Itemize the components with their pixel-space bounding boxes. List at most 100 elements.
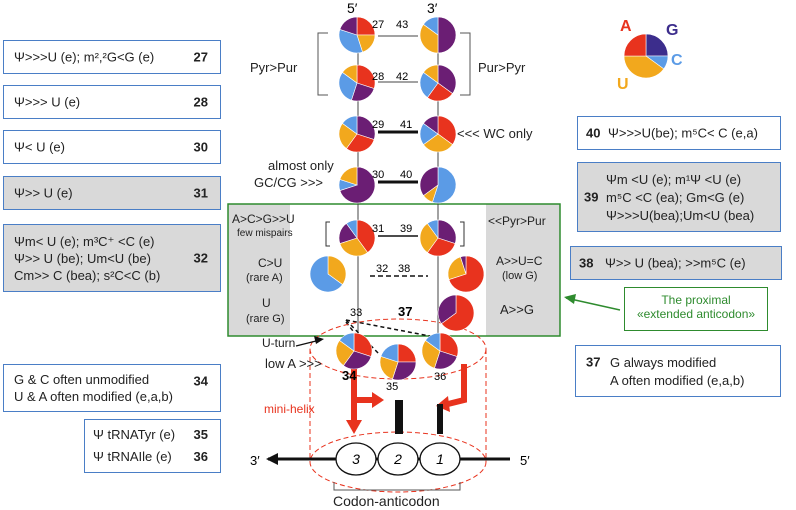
codon-3 <box>335 442 377 476</box>
box-35-num: 35 <box>193 427 208 442</box>
info-box-35-36: Ψ tRNATyr (e) 35 Ψ tRNAIle (e) 36 <box>84 419 221 473</box>
box-36-text: Ψ tRNAIle (e) <box>93 449 172 464</box>
pos-35: 35 <box>386 381 398 393</box>
nucleotide-pies <box>309 16 485 381</box>
info-box-34: G & C often unmodified U & A often modif… <box>3 364 221 412</box>
info-box-37: 37 G always modified A often modified (e… <box>575 345 781 397</box>
mrna-5-prime: 5′ <box>520 453 530 468</box>
pos-30: 30 <box>372 169 384 181</box>
pos-28: 28 <box>372 71 384 83</box>
box-36-num: 36 <box>193 449 208 464</box>
pie-28-slice <box>356 64 376 89</box>
pie-40-slice <box>432 166 457 204</box>
pyr-pur-bracket <box>317 32 328 96</box>
pie-35-slice <box>397 343 417 363</box>
pie-28-slice <box>338 72 358 101</box>
pie-31-slice <box>339 237 368 257</box>
box-32-line-3: Cm>> C (bea); s²C<C (b) <box>14 268 161 283</box>
label-mini-helix: mini-helix <box>264 402 315 416</box>
pie-36-slice <box>439 332 459 357</box>
box-39-num: 39 <box>584 189 599 205</box>
pos-39: 39 <box>400 223 412 235</box>
pie-30 <box>338 166 376 204</box>
pos-41: 41 <box>400 119 412 131</box>
pur-pyr-bracket <box>460 32 471 96</box>
pie-42-slice <box>423 64 439 84</box>
box-34-line-2: U & A often modified (e,a,b) <box>14 389 173 404</box>
label-pyr-pur: Pyr>Pur <box>250 60 298 75</box>
label-u-turn: U-turn <box>262 336 296 350</box>
pie-37-slice <box>441 294 475 332</box>
label-pur-pyr: Pur>Pyr <box>478 60 526 75</box>
box-38-text: Ψ>> U (bea); >>m⁵C (e) <box>605 255 746 271</box>
box-39-line-1: Ψm <U (e); m¹Ψ <U (e) <box>606 172 742 187</box>
box-40-num: 40 <box>586 125 601 141</box>
legend-pie <box>623 33 669 79</box>
label-pyr-pur-2: <<Pyr>Pur <box>488 214 546 228</box>
pie-32 <box>309 255 347 293</box>
info-box-30: Ψ< U (e) 30 <box>3 130 221 164</box>
box-38-num: 38 <box>579 255 594 271</box>
pos-27: 27 <box>372 19 384 31</box>
pie-27-slice <box>338 29 363 54</box>
pos-37: 37 <box>398 304 412 319</box>
pie-43-slice <box>423 16 439 36</box>
pairing-bar-2 <box>395 400 403 434</box>
pie-41-slice <box>437 115 457 145</box>
a37-arrow <box>447 364 467 407</box>
pie-35-slice <box>380 343 399 363</box>
pie-37-slice <box>437 294 457 324</box>
pie-37 <box>437 294 475 332</box>
legend-pie-chart <box>623 33 669 79</box>
box-35-text: Ψ tRNATyr (e) <box>93 427 176 442</box>
info-box-32: Ψm< U (e); m³C⁺ <C (e) Ψ>> U (be); Um<U … <box>3 224 221 292</box>
pie-40 <box>419 166 457 204</box>
legend-pie-slice <box>645 33 669 57</box>
extended-anticodon-callout: The proximal «extended anticodon» <box>624 287 768 331</box>
pie-27-slice <box>339 16 358 36</box>
codon-anticodon-bracket <box>333 482 461 491</box>
pie-39 <box>419 219 457 257</box>
legend-g: G <box>666 22 679 39</box>
pos-29: 29 <box>372 119 384 131</box>
box-31-num: 31 <box>193 185 208 201</box>
box-37-line-2: A often modified (e,a,b) <box>610 373 745 388</box>
pie-41-slice <box>423 115 439 135</box>
pos-38: 38 <box>398 263 410 275</box>
pos-32: 32 <box>376 263 388 275</box>
info-box-31: Ψ>> U (e) 31 <box>3 176 221 210</box>
info-box-38: 38 Ψ>> U (bea); >>m⁵C (e) <box>570 246 782 280</box>
pie-38 <box>447 255 485 293</box>
box-32-num: 32 <box>193 250 208 266</box>
codon-2 <box>377 442 419 476</box>
pos-42: 42 <box>396 71 408 83</box>
extended-anticodon-box <box>227 203 561 337</box>
pie-31-slice <box>356 219 376 253</box>
box-34-num: 34 <box>193 373 208 389</box>
pie-29-slice <box>346 133 375 153</box>
box-40-text: Ψ>>>U(be); m⁵C< C (e,a) <box>608 125 758 141</box>
bracket-39 <box>460 221 465 247</box>
label-low-a: low A >>> <box>265 356 322 371</box>
pie-41-slice <box>423 133 453 153</box>
pie-39-slice <box>437 219 457 244</box>
pie-43 <box>419 16 457 54</box>
pie-31-slice <box>346 219 358 239</box>
pos-33: 33 <box>350 307 362 319</box>
pie-38-slice <box>460 255 467 275</box>
pie-30-slice <box>339 166 358 186</box>
pie-39-slice <box>427 237 456 257</box>
label-a-c-g-u: A>C>G>>U <box>232 212 295 226</box>
box-37-num: 37 <box>586 354 601 370</box>
pie-36 <box>421 332 459 370</box>
box-30-text: Ψ< U (e) <box>14 139 65 155</box>
strand-3-prime: 3′ <box>427 0 438 16</box>
pie-28 <box>338 64 376 102</box>
pie-43-slice <box>437 16 457 54</box>
box-28-num: 28 <box>193 94 208 110</box>
label-wc-only: <<< WC only <box>457 126 533 141</box>
pos-40: 40 <box>400 169 412 181</box>
label-almost-only: almost only <box>268 158 334 173</box>
pie-39-slice <box>419 223 439 253</box>
pie-42-slice <box>437 64 457 94</box>
